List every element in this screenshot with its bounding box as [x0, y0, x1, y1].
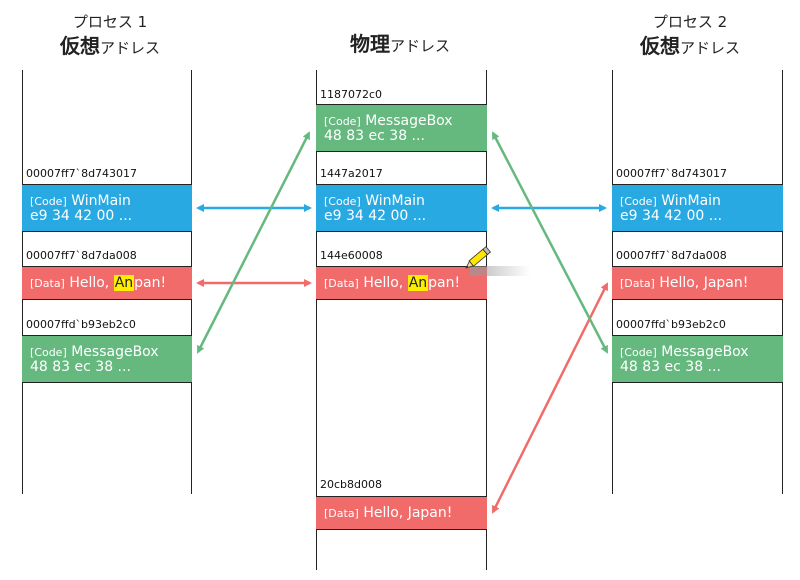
p2-winmain-block: [Code] WinMain e9 34 42 00 ... [612, 184, 783, 232]
physical-label: 物理 [349, 32, 390, 56]
p1-messagebox-address: 00007ffd`b93eb2c0 [26, 318, 136, 331]
function-name: WinMain [661, 193, 721, 209]
data-text: Hello, Japan! [363, 505, 453, 521]
data-tag: [Data] [324, 277, 359, 290]
byte-values: e9 34 42 00 ... [324, 208, 427, 224]
physical-header: 物理アドレス [310, 34, 490, 56]
data-text-prefix: Hello, [69, 275, 114, 291]
function-name: MessageBox [661, 344, 749, 360]
phys-messagebox-block: [Code] MessageBox 48 83 ec 38 ... [316, 104, 487, 152]
process2-address-label: アドレス [679, 39, 740, 57]
function-name: WinMain [71, 193, 131, 209]
byte-values: e9 34 42 00 ... [620, 208, 723, 224]
function-name: WinMain [365, 193, 425, 209]
phys-winmain-block: [Code] WinMain e9 34 42 00 ... [316, 184, 487, 232]
p1-winmain-address: 00007ff7`8d743017 [26, 167, 138, 180]
p1-data-block: [Data] Hello, Anpan! [22, 266, 192, 300]
phys-winmain-address: 1447a2017 [320, 167, 383, 180]
p2-winmain-address: 00007ff7`8d743017 [616, 167, 728, 180]
p1-winmain-block: [Code] WinMain e9 34 42 00 ... [22, 184, 192, 232]
write-shadow [470, 266, 530, 276]
phys-data-block: [Data] Hello, Anpan! [316, 266, 487, 300]
phys-data2-address: 20cb8d008 [320, 478, 383, 491]
phys-data-address: 144e60008 [320, 249, 383, 262]
p2-data-block: [Data] Hello, Japan! [612, 266, 783, 300]
code-tag: [Code] [30, 195, 67, 208]
byte-values: 48 83 ec 38 ... [324, 128, 425, 144]
process1-header: プロセス 1 仮想アドレス [20, 12, 200, 58]
process2-title: プロセス 2 [652, 13, 728, 31]
byte-values: 48 83 ec 38 ... [620, 359, 721, 375]
data-text: Hello, Japan! [659, 275, 749, 291]
modified-text-highlight: An [407, 275, 429, 291]
process1-address-label: アドレス [99, 39, 160, 57]
p1-data-address: 00007ff7`8d7da008 [26, 249, 137, 262]
function-name: MessageBox [71, 344, 159, 360]
code-tag: [Code] [324, 115, 361, 128]
phys-data2-block: [Data] Hello, Japan! [316, 496, 487, 530]
code-tag: [Code] [620, 195, 657, 208]
p1-messagebox-block: [Code] MessageBox 48 83 ec 38 ... [22, 335, 192, 383]
data-tag: [Data] [324, 507, 359, 520]
data-tag: [Data] [620, 277, 655, 290]
byte-values: 48 83 ec 38 ... [30, 359, 131, 375]
p1-to-phys-messagebox-arrow [196, 131, 311, 354]
physical-right-line [486, 70, 487, 570]
data-text-suffix: pan! [134, 275, 167, 291]
byte-values: e9 34 42 00 ... [30, 208, 133, 224]
pencil-icon [465, 246, 492, 269]
phys-messagebox-address: 1187072c0 [320, 88, 383, 101]
p2-messagebox-address: 00007ffd`b93eb2c0 [616, 318, 726, 331]
data-text-suffix: pan! [428, 275, 461, 291]
data-tag: [Data] [30, 277, 65, 290]
physical-address-label: アドレス [389, 37, 450, 55]
process1-virtual-label: 仮想 [59, 34, 100, 58]
physical-left-line [316, 70, 317, 570]
p2-data-address: 00007ff7`8d7da008 [616, 249, 727, 262]
data-text-prefix: Hello, [363, 275, 408, 291]
process2-header: プロセス 2 仮想アドレス [600, 12, 780, 58]
process2-virtual-label: 仮想 [639, 34, 680, 58]
code-tag: [Code] [620, 346, 657, 359]
code-tag: [Code] [324, 195, 361, 208]
process1-title: プロセス 1 [72, 13, 148, 31]
code-tag: [Code] [30, 346, 67, 359]
p2-messagebox-block: [Code] MessageBox 48 83 ec 38 ... [612, 335, 783, 383]
function-name: MessageBox [365, 113, 453, 129]
modified-text-highlight: An [113, 275, 135, 291]
phys-to-p2-messagebox-arrow [491, 131, 609, 354]
